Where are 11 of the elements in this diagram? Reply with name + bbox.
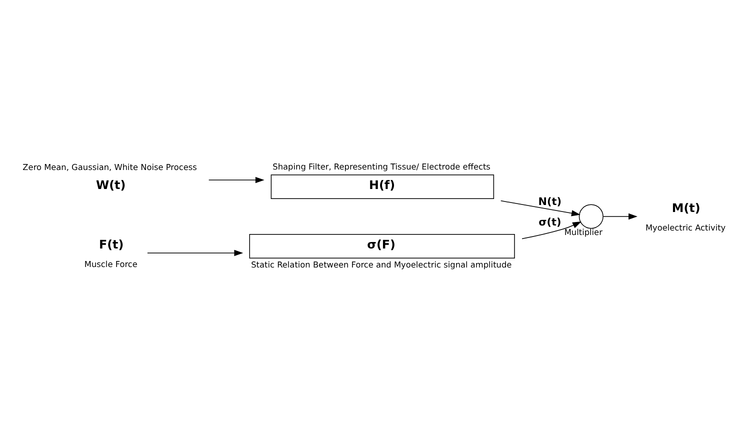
node-label: Static Relation Between Force and Myoelectric signal amplitude [251, 259, 512, 270]
edge-label: N(t) [538, 195, 562, 208]
node-label: Multiplier [564, 226, 602, 236]
node-label: Shaping Filter, Representing Tissue/ Electrode effects [272, 160, 490, 171]
edge-label: σ(t) [538, 216, 562, 228]
node-label: Myoelectric Activity [645, 222, 726, 232]
node-label: Zero Mean, Gaussian, White Noise Process [22, 162, 197, 172]
node-text: W(t) [96, 177, 126, 192]
node-text: F(t) [98, 236, 124, 251]
node-text: M(t) [672, 200, 700, 214]
node-label: Muscle Force [84, 258, 138, 268]
